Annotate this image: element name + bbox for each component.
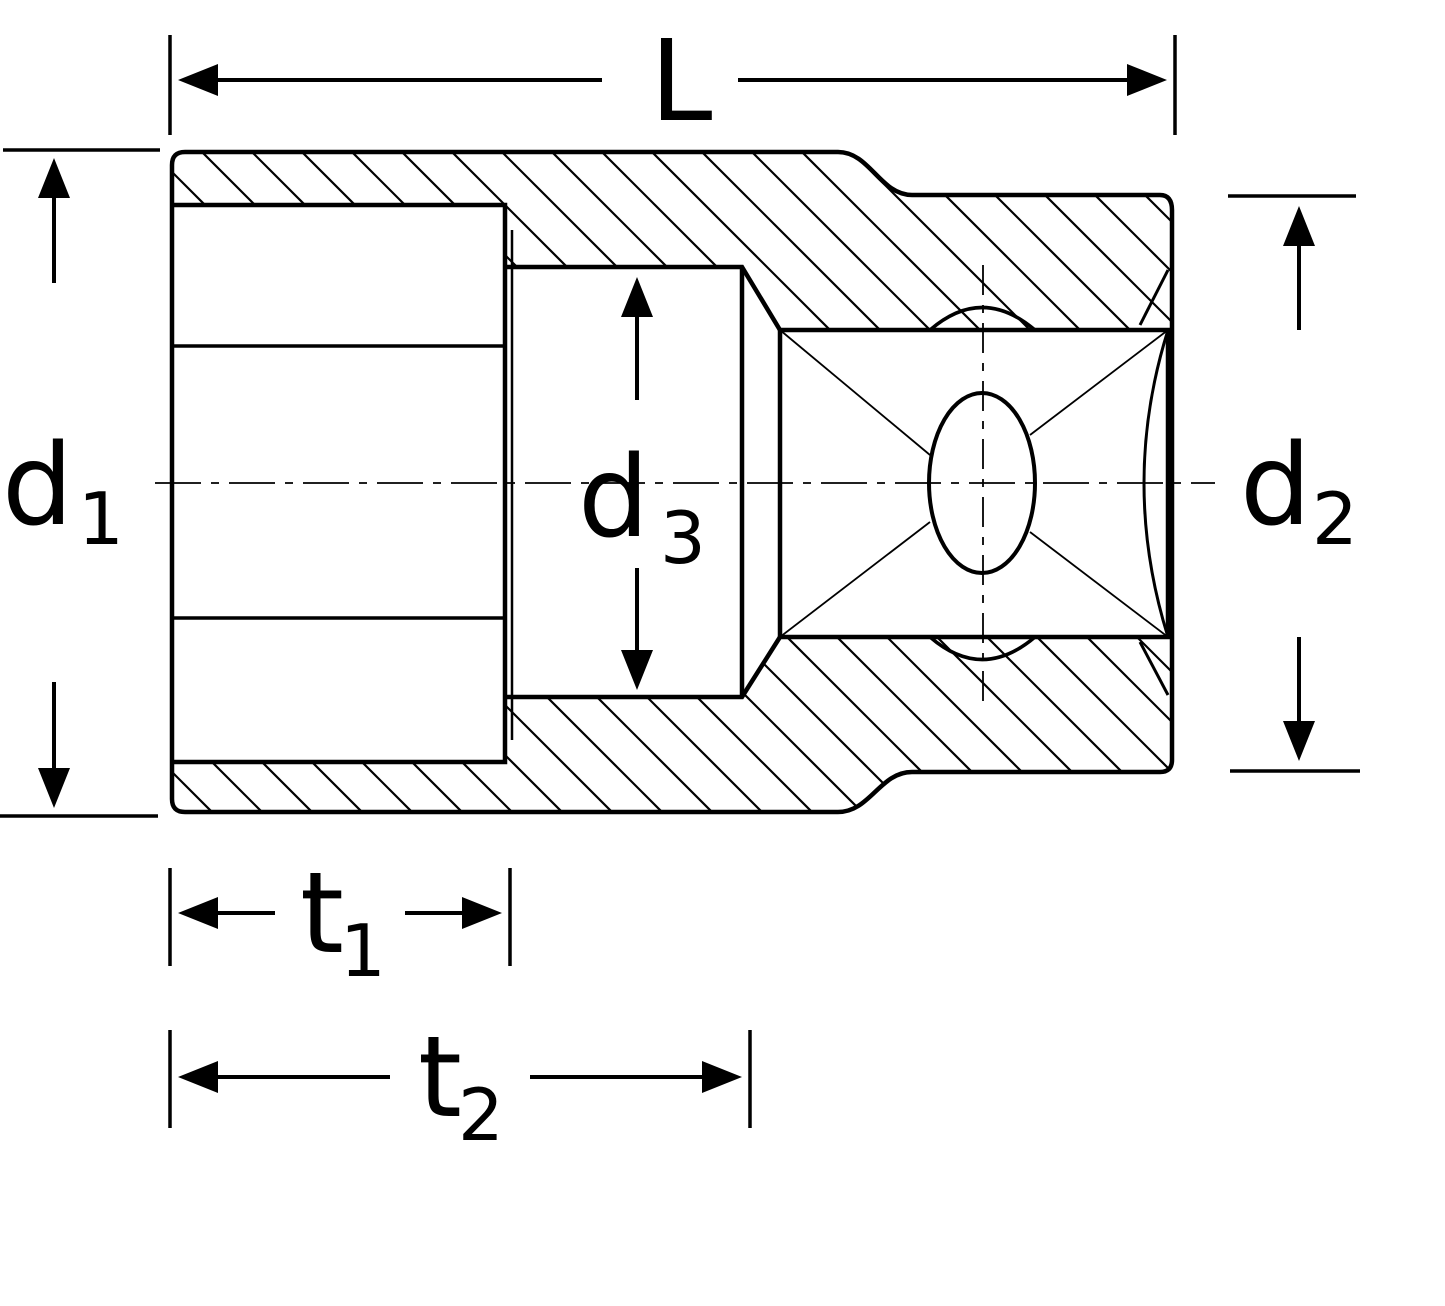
label-L: L [650,17,712,147]
label-t1-sub: 1 [340,909,386,993]
dimension-d2 [1228,194,1360,773]
label-d2-main: d [1240,421,1311,551]
dimension-d3 [621,277,653,690]
label-d3-sub: 3 [660,496,706,580]
label-d1-main: d [2,421,73,551]
socket-outline [169,149,1175,815]
dimension-t1 [168,868,512,966]
dimension-L [168,35,1177,135]
dimension-d1 [0,148,160,818]
label-t1-main: t [300,849,344,979]
label-t2-sub: 2 [458,1073,504,1157]
label-t2-main: t [418,1013,462,1143]
center-lines [155,265,1215,705]
label-d3-main: d [578,433,649,563]
bore-outline [172,202,1171,765]
label-d2-sub: 2 [1312,477,1358,561]
dimension-t2 [168,1030,752,1128]
section-hatching [172,152,1172,812]
label-d1-sub: 1 [78,477,124,561]
